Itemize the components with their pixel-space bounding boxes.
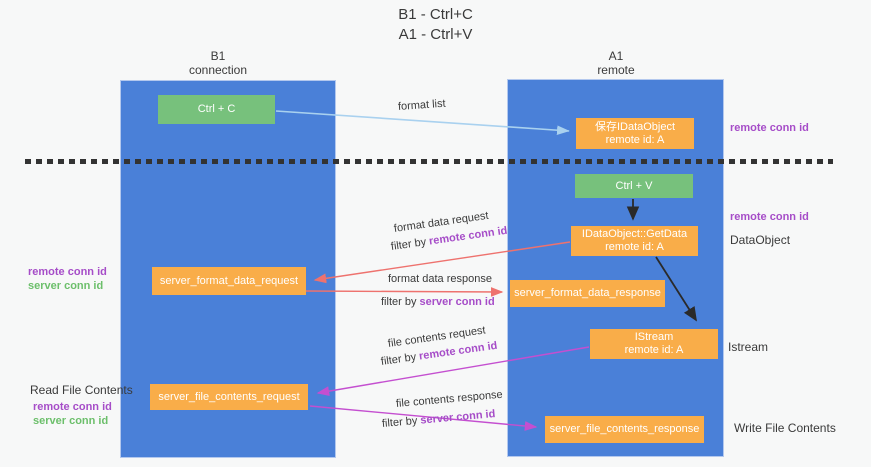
node-server-file-contents-response-label: server_file_contents_response <box>549 423 700 435</box>
node-server-file-contents-request: server_file_contents_request <box>150 384 308 410</box>
label-istream: Istream <box>728 340 769 354</box>
filter-by-text: filter by <box>381 296 420 308</box>
lane-a1-name: A1 <box>608 49 624 63</box>
edge-label-file-contents-response-filter: filter by server conn id <box>381 408 495 430</box>
node-server-format-data-request: server_format_data_request <box>152 267 306 295</box>
diagram-title-line1: B1 - Ctrl+C <box>398 6 473 23</box>
node-ctrl-v: Ctrl + V <box>575 174 693 198</box>
node-save-idataobject-line1: 保存IDataObject <box>594 120 676 133</box>
label-server-conn-id-left-1: server conn id <box>28 280 104 292</box>
lane-b1-subtitle: connection <box>188 63 248 77</box>
phase-separator-dashed-line <box>25 159 833 164</box>
label-read-file-contents: Read File Contents <box>30 383 133 397</box>
label-remote-conn-id-right-1: remote conn id <box>730 122 809 134</box>
lane-b1-name: B1 <box>210 49 226 63</box>
filter-by-text: filter by <box>380 350 420 368</box>
filter-by-text: filter by <box>381 414 421 430</box>
node-server-file-contents-request-label: server_file_contents_request <box>158 390 300 403</box>
filter-key-server-conn-id: server conn id <box>419 296 495 308</box>
node-save-idataobject-line2: remote id: A <box>605 133 665 146</box>
node-ctrl-v-label: Ctrl + V <box>615 179 653 192</box>
edge-label-format-data-response-filter: filter by server conn id <box>381 296 495 308</box>
label-remote-conn-id-left-1: remote conn id <box>28 266 107 278</box>
lane-header-b1: B1 connection <box>138 49 298 77</box>
node-server-format-data-response: server_format_data_response <box>510 280 665 307</box>
node-server-format-data-response-label: server_format_data_response <box>514 287 661 299</box>
node-idataobject-getdata: IDataObject::GetData remote id: A <box>571 226 698 256</box>
label-write-file-contents: Write File Contents <box>734 421 836 435</box>
filter-by-text: filter by <box>390 235 430 253</box>
edge-label-file-contents-response: file contents response <box>395 388 504 410</box>
lane-header-a1: A1 remote <box>536 49 696 77</box>
edge-label-format-data-response: format data response <box>388 273 492 285</box>
node-ctrl-c-label: Ctrl + C <box>197 103 236 115</box>
label-server-conn-id-left-2: server conn id <box>33 415 109 427</box>
node-server-format-data-request-label: server_format_data_request <box>159 274 299 287</box>
node-ctrl-c: Ctrl + C <box>158 95 275 124</box>
node-idataobject-getdata-line1: IDataObject::GetData <box>581 228 688 240</box>
node-istream-line1: IStream <box>634 331 674 343</box>
diagram-title-line2: A1 - Ctrl+V <box>398 26 473 43</box>
label-remote-conn-id-left-2: remote conn id <box>33 401 112 413</box>
node-save-idataobject: 保存IDataObject remote id: A <box>576 118 694 149</box>
edge-label-format-list: format list <box>397 97 446 113</box>
lane-a1-subtitle: remote <box>597 63 635 77</box>
node-server-file-contents-response: server_file_contents_response <box>545 416 704 443</box>
filter-key-server-conn-id: server conn id <box>419 408 496 427</box>
node-istream: IStream remote id: A <box>590 329 718 359</box>
node-istream-line2: remote id: A <box>624 344 684 356</box>
label-dataobject: DataObject <box>730 233 791 247</box>
label-remote-conn-id-right-2: remote conn id <box>730 211 809 223</box>
node-idataobject-getdata-line2: remote id: A <box>605 241 664 253</box>
